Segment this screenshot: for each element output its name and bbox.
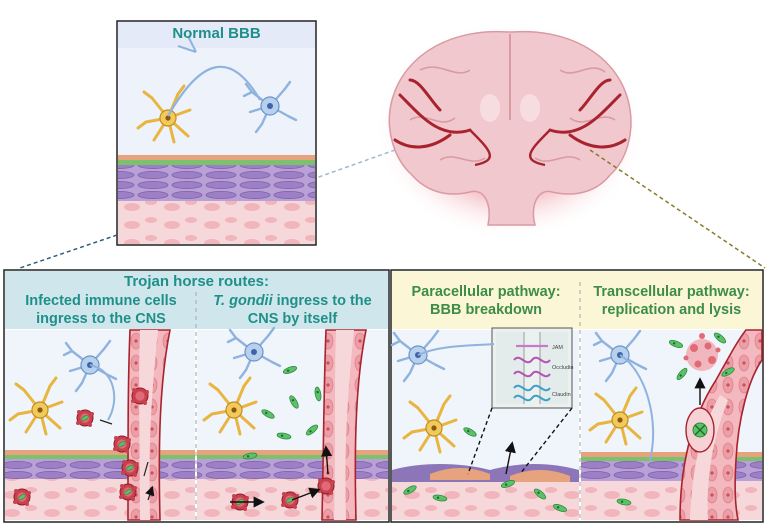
trojan-right-heading-rest: ingress to the: [272, 293, 372, 309]
trojan-title: Trojan horse routes:: [123, 273, 270, 290]
trojan-right-heading: T. gondii ingress to the CNS by itself: [197, 292, 388, 328]
jam-label: JAM: [552, 345, 563, 351]
trojan-left-heading-line2: ingress to the CNS: [36, 311, 166, 327]
normal-bbb-title: Normal BBB: [172, 25, 261, 42]
brain-icon: [375, 20, 645, 240]
flow-arrows: [230, 377, 706, 508]
occludin-label: Occludin: [552, 365, 573, 371]
normal-bbb-panel: [116, 20, 317, 246]
trojan-right-heading-line1: T. gondii ingress to the: [197, 292, 388, 310]
paracellular-line1: Paracellular pathway:: [411, 284, 561, 300]
trojan-horse-panel: [3, 269, 390, 523]
transcellular-line1: Transcellular pathway:: [593, 284, 750, 300]
trojan-right-heading-line2: CNS by itself: [247, 311, 338, 327]
paracellular-heading: Paracellular pathway: BBB breakdown: [392, 283, 580, 319]
trojan-left-heading-line1: Infected immune cells: [25, 293, 177, 309]
claudin-label: Claudin: [552, 392, 571, 398]
t-gondii-italic: T. gondii: [213, 293, 273, 309]
transcellular-line2: replication and lysis: [601, 302, 742, 318]
trojan-left-heading: Infected immune cells ingress to the CNS: [5, 292, 197, 328]
pathway-panel: [390, 269, 764, 523]
paracellular-line2: BBB breakdown: [430, 302, 542, 318]
transcellular-heading: Transcellular pathway: replication and l…: [581, 283, 762, 319]
tight-junction-icon: [491, 327, 573, 409]
lysed-cell-icon: [683, 333, 721, 371]
